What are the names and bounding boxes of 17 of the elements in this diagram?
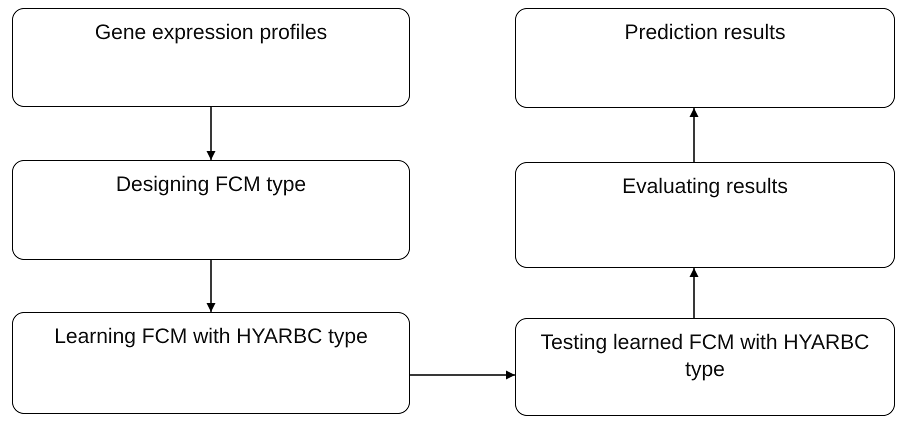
process-box — [12, 8, 410, 107]
box-label: Learning FCM with HYARBC type — [54, 324, 368, 350]
box-label: Testing learned FCM with HYARBC type — [540, 330, 870, 384]
box-label: Designing FCM type — [116, 172, 306, 198]
arrow — [206, 107, 216, 160]
box-label: Evaluating results — [622, 174, 788, 200]
process-box — [515, 318, 895, 416]
process-box — [12, 312, 410, 414]
arrow — [690, 108, 698, 162]
box-label: Gene expression profiles — [94, 20, 328, 46]
arrow — [206, 260, 216, 312]
arrow — [410, 370, 515, 380]
arrow — [690, 268, 698, 318]
box-label: Prediction results — [624, 20, 786, 46]
process-box — [515, 162, 895, 268]
process-box — [12, 160, 410, 260]
process-box — [515, 8, 895, 108]
